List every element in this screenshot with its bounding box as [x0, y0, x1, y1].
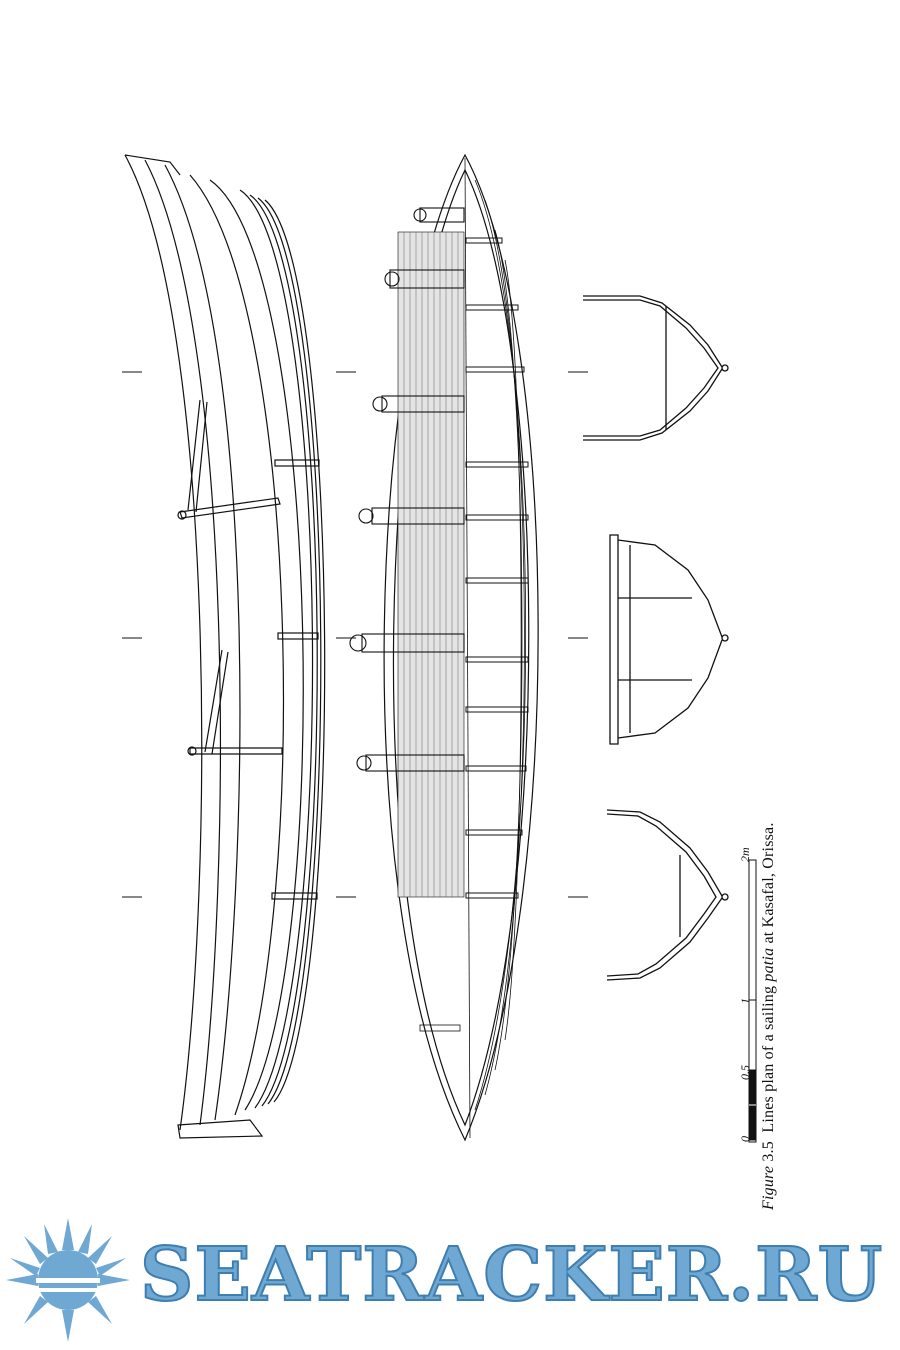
figure-number: 3.5: [760, 1141, 777, 1162]
sun-logo-icon: [6, 1218, 130, 1342]
figure-label: Figure: [760, 1165, 777, 1210]
scale-tick-2m: 2m: [738, 847, 752, 862]
cross-sections: [583, 295, 729, 981]
watermark-logo: [6, 1218, 130, 1342]
side-elevation: [124, 154, 326, 1139]
scale-tick-1: 1: [738, 998, 752, 1004]
scale-tick-0-5: 0.5: [738, 1065, 752, 1080]
scale-tick-0: 0: [738, 1136, 752, 1142]
caption-text-after: at Kasafal, Orissa.: [760, 822, 777, 944]
plan-view: [349, 153, 539, 1142]
station-marks: [122, 371, 588, 898]
watermark-text: SEATRACKER.RU: [139, 1231, 884, 1319]
caption-boat-word: patia: [760, 947, 777, 982]
caption-text-before: Lines plan of a sailing: [760, 985, 777, 1133]
scale-bar: [748, 859, 757, 1143]
